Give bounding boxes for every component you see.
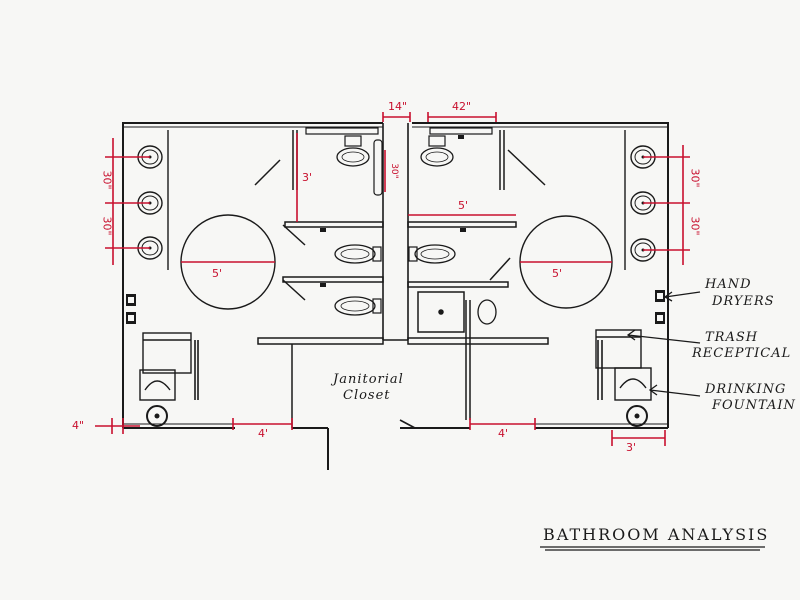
center-chase bbox=[382, 123, 409, 341]
vanity-counters bbox=[167, 130, 626, 270]
trash-receptacle-label-2: RECEPTICAL bbox=[692, 346, 792, 361]
dimension-lines bbox=[95, 112, 690, 446]
dim-left-wall: 4" bbox=[72, 419, 85, 432]
dim-right-door: 4' bbox=[498, 427, 509, 440]
dim-right-stall: 5' bbox=[458, 199, 469, 212]
drinking-fountains bbox=[139, 367, 652, 401]
dim-right-circle: 5' bbox=[552, 267, 563, 280]
janitorial-closet-label-2: Closet bbox=[343, 388, 391, 403]
hand-dryers-label-2: DRYERS bbox=[712, 294, 775, 309]
grab-bars bbox=[305, 127, 493, 196]
hand-dryers-label: HAND bbox=[705, 277, 752, 292]
dim-left-circle: 5' bbox=[212, 267, 223, 280]
paper-holders bbox=[320, 135, 466, 287]
stall-partitions bbox=[282, 130, 517, 288]
wheelchair-wheels bbox=[146, 405, 648, 427]
trash-receptacles bbox=[142, 329, 642, 374]
drawing-title: BATHROOM ANALYSIS bbox=[543, 525, 770, 544]
dim-left-door: 4' bbox=[258, 427, 269, 440]
dim-left-stall: 3' bbox=[302, 171, 313, 184]
mop-sink bbox=[417, 291, 465, 333]
drinking-fountain-label: DRINKING bbox=[705, 382, 787, 397]
hand-dryers bbox=[126, 290, 665, 324]
entry-doors bbox=[194, 340, 603, 429]
toilets bbox=[334, 135, 497, 325]
janitorial-closet-walls bbox=[257, 300, 549, 470]
note-leaders bbox=[626, 291, 701, 397]
drinking-fountain-label-2: FOUNTAIN bbox=[712, 398, 796, 413]
stall-doors bbox=[254, 149, 546, 301]
dim-left-sink-upper: 30" bbox=[100, 170, 114, 190]
dim-right-sink-upper: 30" bbox=[688, 168, 702, 188]
dim-top-right: 42" bbox=[452, 100, 472, 113]
dim-right-fountain: 3' bbox=[626, 441, 637, 454]
dim-top-gap: 14" bbox=[388, 100, 408, 113]
title-underline bbox=[540, 546, 765, 551]
janitorial-closet-label: Janitorial bbox=[333, 372, 404, 387]
dim-stall-center: 30" bbox=[388, 163, 399, 179]
dim-left-sink-lower: 30" bbox=[100, 216, 114, 236]
trash-receptacle-label: TRASH bbox=[705, 330, 759, 345]
dim-right-sink-lower: 30" bbox=[688, 216, 702, 236]
outer-walls bbox=[122, 122, 669, 429]
